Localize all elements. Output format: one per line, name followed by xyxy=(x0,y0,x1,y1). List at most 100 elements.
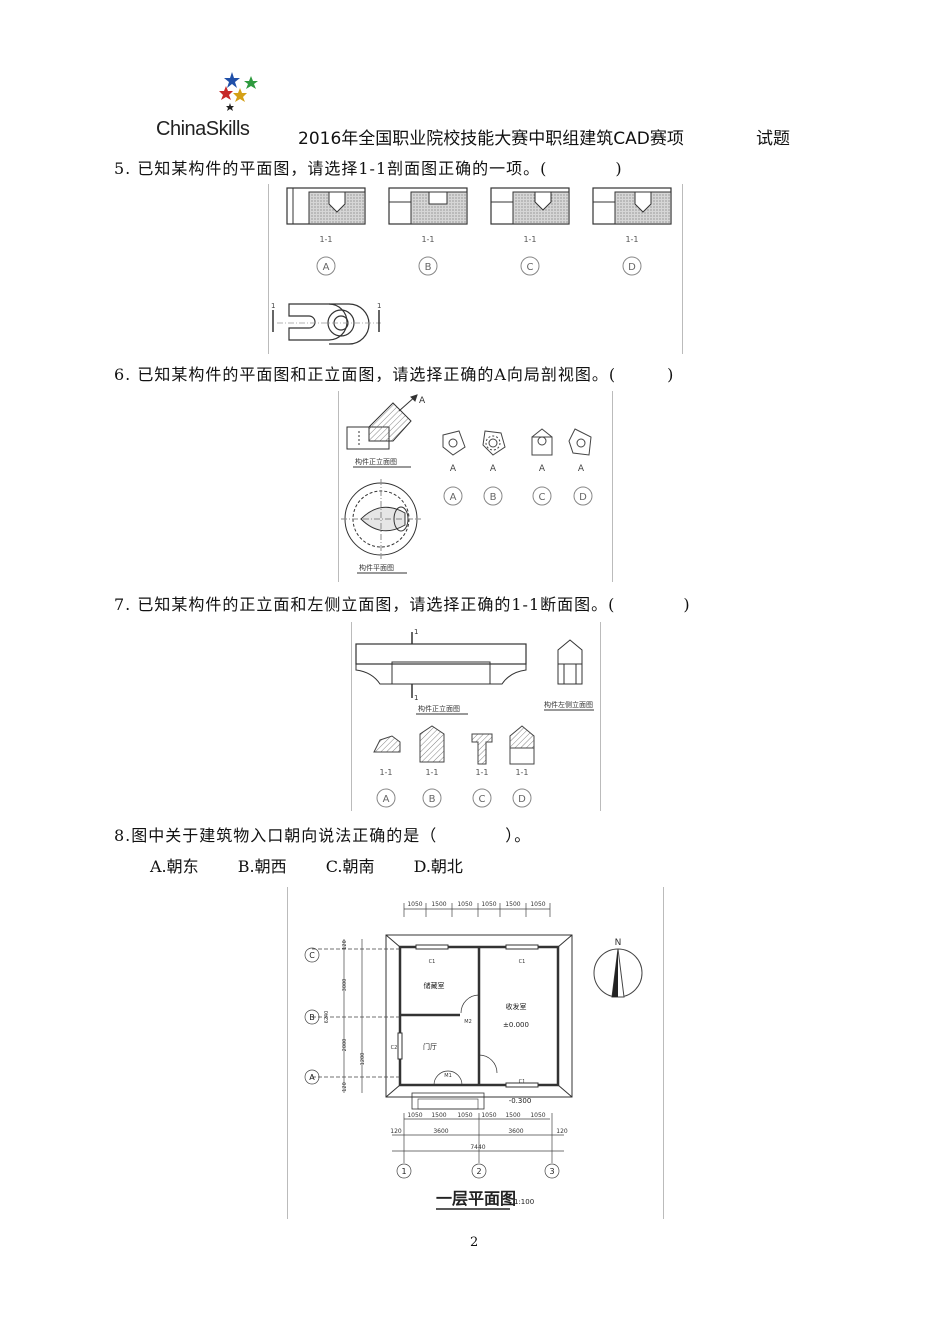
figure-q5: 1-1 1-1 1-1 1-1 A B C D 1 1 xyxy=(268,184,683,354)
plan-title: 一层平面图 xyxy=(436,1189,516,1208)
q7-option-c-section xyxy=(471,733,493,765)
q8-option-b[interactable]: B.朝西 xyxy=(237,857,287,876)
room-lobby: 门厅 xyxy=(423,1042,437,1051)
q7-label-b: 1-1 xyxy=(425,768,438,777)
q6-arrow-label: A xyxy=(419,396,426,406)
window-tag-1: C1 xyxy=(429,959,436,965)
top-dim-4: 1050 xyxy=(481,901,496,908)
entry-level: -0.300 xyxy=(509,1097,532,1105)
left-dim-total: 6240 xyxy=(324,1011,330,1024)
question-8: 8.图中关于建筑物入口朝向说法正确的是（ ）。 xyxy=(114,826,532,845)
q8-option-d[interactable]: D.朝北 xyxy=(413,857,463,876)
question-5: 5. 已知某构件的平面图，请选择1-1剖面图正确的一项。( ) xyxy=(114,159,623,178)
bottom-dim2-2: 3600 xyxy=(433,1128,448,1135)
q6-option-d[interactable]: D xyxy=(579,492,587,503)
q5-option-a-section xyxy=(286,187,366,225)
window-tag-3: C1 xyxy=(519,1079,526,1085)
left-dim-3: 2000 xyxy=(342,1039,348,1052)
q7-option-a[interactable]: A xyxy=(383,794,390,805)
q8-option-c[interactable]: C.朝南 xyxy=(325,857,375,876)
q5-option-b[interactable]: B xyxy=(425,262,432,273)
q7-option-b-section xyxy=(419,725,445,763)
q5-option-d-section xyxy=(592,187,672,225)
q6-option-c[interactable]: C xyxy=(539,492,546,503)
q5-plan-view xyxy=(272,303,381,345)
axis-row-b: B xyxy=(309,1013,315,1022)
q5-option-b-section xyxy=(388,187,468,225)
q6-option-c-view xyxy=(531,428,553,456)
axis-col-3: 3 xyxy=(549,1167,554,1176)
q7-section-mark-bottom: 1 xyxy=(414,694,418,702)
axis-row-c: C xyxy=(309,951,315,960)
q7-side-view xyxy=(557,639,583,685)
q7-front-view xyxy=(355,632,527,698)
q5-option-a[interactable]: A xyxy=(323,262,330,273)
building-outline xyxy=(385,934,573,1110)
q5-option-d[interactable]: D xyxy=(628,262,636,273)
q6-a-label-2: A xyxy=(490,464,497,474)
q7-front-caption: 构件正立面图 xyxy=(418,704,460,713)
top-dim-6: 1050 xyxy=(530,901,545,908)
bottom-dim-6: 1050 xyxy=(530,1112,545,1119)
bottom-dim2-3: 3600 xyxy=(508,1128,523,1135)
q7-option-c[interactable]: C xyxy=(479,794,486,805)
figure-q7: 1 1 构件正立面图 构件左侧立面图 1-1 1-1 1-1 1-1 xyxy=(351,622,601,811)
window-tag-c2: C2 xyxy=(391,1045,398,1051)
q8-option-a[interactable]: A.朝东 xyxy=(150,857,199,876)
axis-col-1: 1 xyxy=(401,1167,406,1176)
door-tag-m2: M2 xyxy=(464,1019,472,1025)
q7-option-d[interactable]: D xyxy=(518,794,526,805)
page-title-suffix: 试题 xyxy=(756,129,790,149)
q7-label-a: 1-1 xyxy=(379,768,392,777)
bottom-dim-5: 1500 xyxy=(505,1112,520,1119)
plan-scale: 1:100 xyxy=(514,1198,534,1206)
door-tag-m1: M1 xyxy=(444,1073,452,1079)
bottom-dim-1: 1050 xyxy=(407,1112,422,1119)
q6-a-label-4: A xyxy=(578,464,585,474)
north-arrow-icon xyxy=(593,948,643,998)
q7-drawing: 1 1 构件正立面图 构件左侧立面图 1-1 1-1 1-1 1-1 xyxy=(355,628,594,808)
logo-text: ChinaSkills xyxy=(156,118,250,140)
q6-drawing: A 构件正立面图 构件平面图 xyxy=(341,394,593,574)
q7-side-caption: 构件左侧立面图 xyxy=(544,700,593,709)
q7-section-mark-top: 1 xyxy=(414,628,418,636)
room-mailroom: 收发室 xyxy=(506,1002,527,1011)
q6-option-d-view xyxy=(568,428,592,456)
figure-q8-floor-plan: 1050 1500 1050 1050 1500 1050 储藏室 xyxy=(287,887,664,1219)
bottom-dim-4: 1050 xyxy=(481,1112,496,1119)
q6-option-a-view xyxy=(442,430,466,456)
axis-row-a: A xyxy=(309,1073,315,1082)
north-label: N xyxy=(615,938,622,948)
q5-label-b: 1-1 xyxy=(421,235,434,244)
axis-col-2: 2 xyxy=(476,1167,481,1176)
q6-front-caption: 构件正立面图 xyxy=(355,457,397,466)
top-dim-1: 1050 xyxy=(407,901,422,908)
question-8-options: A.朝东 B.朝西 C.朝南 D.朝北 xyxy=(150,853,497,877)
q6-front-view xyxy=(346,394,418,450)
q6-a-label-1: A xyxy=(450,464,457,474)
q5-option-c[interactable]: C xyxy=(527,262,534,273)
bottom-dim-3: 1050 xyxy=(457,1112,472,1119)
room-level: ±0.000 xyxy=(503,1021,529,1029)
q6-option-a[interactable]: A xyxy=(450,492,457,503)
room-storage: 储藏室 xyxy=(424,981,445,990)
page-title: 2016年全国职业院校技能大赛中职组建筑CAD赛项 xyxy=(298,129,684,149)
q5-plan-mark-right: 1 xyxy=(377,302,381,310)
question-7: 7. 已知某构件的正立面和左侧立面图，请选择正确的1-1断面图。( ) xyxy=(114,595,691,614)
q6-plan-view xyxy=(341,479,421,559)
left-dim-2: 3000 xyxy=(342,979,348,992)
q5-label-a: 1-1 xyxy=(319,235,332,244)
q8-drawing: 1050 1500 1050 1050 1500 1050 储藏室 xyxy=(304,901,643,1210)
total-dim: 7440 xyxy=(470,1144,485,1151)
chinaskills-logo: ChinaSkills xyxy=(150,68,270,142)
top-dim-5: 1500 xyxy=(505,901,520,908)
q7-option-b[interactable]: B xyxy=(429,794,436,805)
q5-label-c: 1-1 xyxy=(523,235,536,244)
q5-label-d: 1-1 xyxy=(625,235,638,244)
question-6: 6. 已知某构件的平面图和正立面图，请选择正确的A向局剖视图。( ) xyxy=(114,365,675,384)
page-number: 2 xyxy=(470,1235,479,1250)
left-dim-5: 120 xyxy=(342,1082,348,1092)
window-tag-2: C1 xyxy=(519,959,526,965)
q6-option-b[interactable]: B xyxy=(490,492,497,503)
q6-option-b-view xyxy=(482,430,506,456)
